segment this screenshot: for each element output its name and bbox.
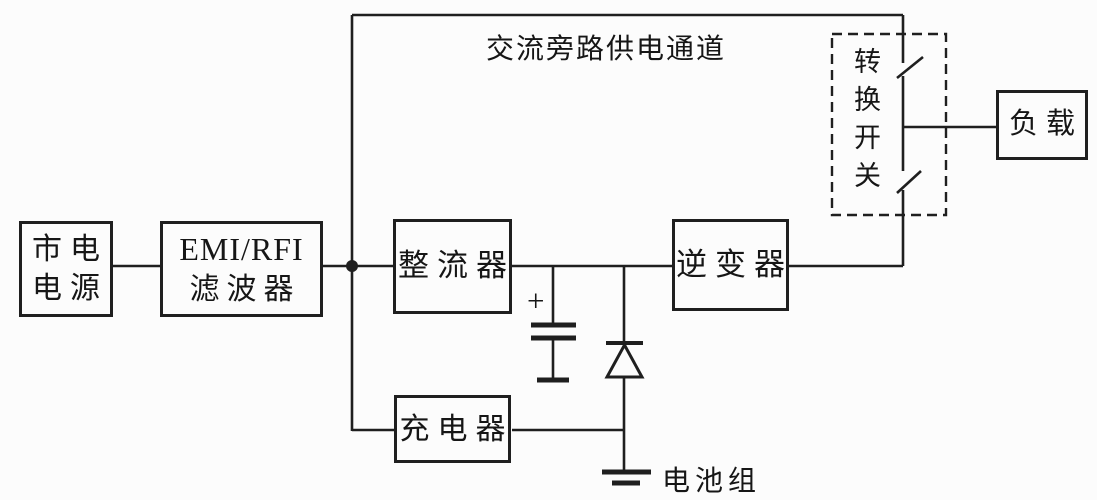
transfer-switch-label: 转换开关 [850,47,880,199]
mains-label-line1: 市电 [32,233,108,266]
capacitor-plus-label: + [527,283,545,318]
block-charger: 充电器 [394,395,511,463]
mains-label-line2: 电源 [32,272,108,305]
diode-triangle-icon [604,341,645,379]
upper-switch-blade-icon [896,55,924,80]
filter-label-line1: EMI/RFI [179,230,304,267]
inverter-label: 逆变器 [676,246,793,282]
battery-pack-label: 电池组 [662,466,762,497]
load-label: 负载 [1008,108,1083,141]
charger-label: 充电器 [399,412,514,446]
junction-dot [346,260,358,272]
transfer-switch-box [830,32,948,217]
filter-label-line2: 滤波器 [189,273,301,307]
lower-switch-blade-icon [896,170,922,194]
bypass-channel-label: 交流旁路供电通道 [486,34,727,65]
block-emi-rfi-filter: EMI/RFI 滤波器 [160,221,323,317]
rectifier-label: 整流器 [398,248,515,284]
block-mains-supply: 市电 电源 [19,221,113,317]
block-inverter: 逆变器 [672,219,789,311]
block-load: 负载 [996,90,1088,160]
block-rectifier: 整流器 [393,219,512,314]
